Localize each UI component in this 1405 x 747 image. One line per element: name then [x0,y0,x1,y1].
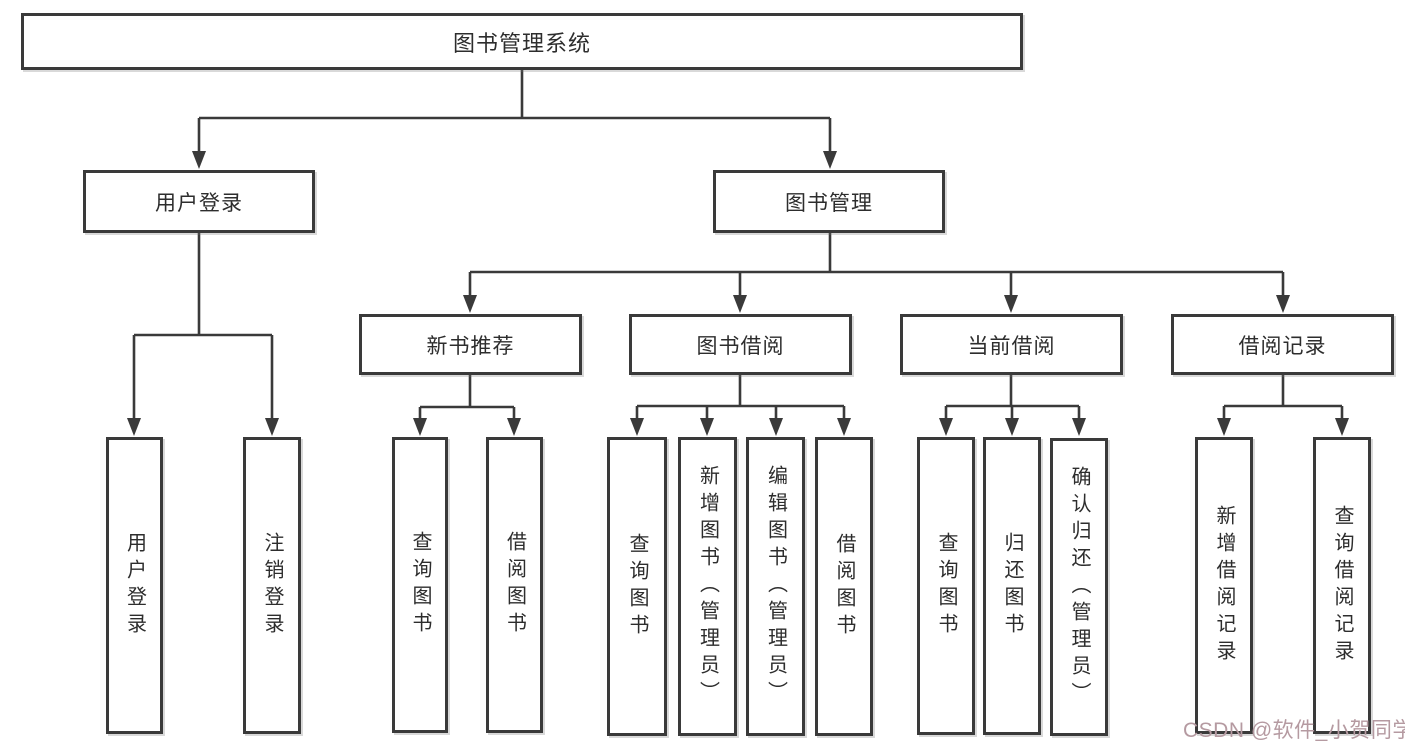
leaf-query-books-current: 查询图书 [917,437,975,735]
leaf-borrow-books-recommend: 借阅图书 [486,437,543,733]
node-label: 用户登录 [123,531,146,640]
leaf-return-books: 归还图书 [983,437,1041,735]
node-label: 查询图书 [626,532,648,641]
leaf-add-borrow-record: 新增借阅记录 [1195,437,1253,734]
node-label: 确认归还（管理员） [1068,465,1090,709]
node-label: 查询图书 [935,532,957,640]
node-label: 图书管理系统 [452,30,591,56]
node-label: 归还图书 [1001,532,1023,640]
arrowheads [127,151,1349,436]
node-label: 借阅图书 [503,531,526,639]
node-label: 图书借阅 [696,334,785,358]
node-label: 注销登录 [261,531,283,640]
node-label: 用户登录 [155,191,243,215]
node-label: 查询图书 [409,531,431,639]
node-borrow-records: 借阅记录 [1171,314,1394,375]
node-library-management-system: 图书管理系统 [21,13,1023,70]
leaf-add-books-admin: 新增图书（管理员） [678,437,737,736]
node-label: 借阅图书 [833,532,855,641]
node-current-borrow: 当前借阅 [900,314,1123,375]
node-label: 编辑图书（管理员） [764,465,787,708]
node-label: 新书推荐 [426,334,515,358]
node-label: 借阅记录 [1238,334,1327,358]
node-label: 图书管理 [785,191,873,215]
leaf-query-books-recommend: 查询图书 [392,437,448,733]
leaf-edit-books-admin: 编辑图书（管理员） [746,437,805,736]
node-label: 当前借阅 [967,334,1056,358]
node-book-management: 图书管理 [713,170,945,233]
leaf-borrow-books: 借阅图书 [815,437,873,736]
leaf-query-books-borrow: 查询图书 [607,437,667,736]
node-label: 查询借阅记录 [1331,504,1353,667]
node-label: 新增借阅记录 [1213,504,1235,667]
node-book-borrow: 图书借阅 [629,314,852,375]
node-new-book-recommend: 新书推荐 [359,314,582,375]
node-label: 新增图书（管理员） [696,465,719,708]
node-user-login: 用户登录 [83,170,315,233]
leaf-confirm-return-admin: 确认归还（管理员） [1050,438,1108,736]
leaf-query-borrow-record: 查询借阅记录 [1313,437,1371,734]
leaf-logout: 注销登录 [243,437,301,734]
leaf-user-login: 用户登录 [106,437,163,734]
